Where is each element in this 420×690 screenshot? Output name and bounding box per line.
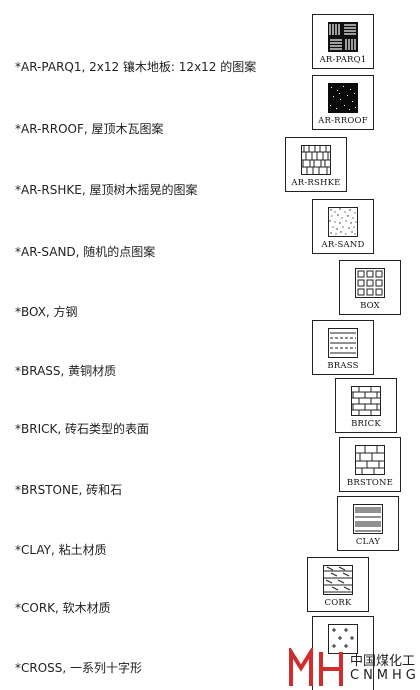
hatch-description: *BRICK, 砖石类型的表面 — [15, 422, 149, 436]
mh-logo-icon — [289, 648, 343, 686]
clay-pattern-icon — [353, 504, 383, 534]
hatch-description: *AR-RSHKE, 屋顶树木摇晃的图案 — [15, 183, 198, 197]
roof-shake-pattern-icon — [301, 145, 331, 175]
hatch-swatch-ar-rshke: AR-RSHKE — [285, 137, 347, 192]
hatch-swatch-label: CORK — [324, 598, 352, 608]
brick-pattern-icon — [351, 386, 381, 416]
watermark-text-cn: 中国煤化工 — [350, 654, 416, 669]
hatch-swatch-brick: BRICK — [335, 378, 397, 433]
hatch-swatch-label: AR-RSHKE — [291, 178, 341, 188]
hatch-swatch-ar-parq1: AR-PARQ1 — [312, 14, 374, 69]
hatch-swatch-label: AR-SAND — [321, 240, 365, 250]
hatch-swatch-ar-sand: AR-SAND — [312, 199, 374, 254]
hatch-description: *CORK, 软木材质 — [15, 601, 111, 615]
hatch-description: *AR-PARQ1, 2x12 镶木地板: 12x12 的图案 — [15, 60, 257, 74]
hatch-swatch-label: AR-RROOF — [318, 116, 368, 126]
hatch-swatch-label: BRASS — [327, 361, 359, 371]
hatch-description: *BRSTONE, 砖和石 — [15, 483, 123, 497]
hatch-description: *AR-RROOF, 屋顶木瓦图案 — [15, 122, 164, 136]
hatch-description: *CLAY, 粘土材质 — [15, 543, 107, 557]
box-steel-pattern-icon — [355, 268, 385, 298]
hatch-swatch-brstone: BRSTONE — [339, 437, 401, 492]
brass-pattern-icon — [328, 328, 358, 358]
hatch-description: *BOX, 方钢 — [15, 305, 78, 319]
hatch-swatch-cork: CORK — [307, 557, 369, 612]
cross-pattern-icon — [328, 624, 358, 654]
roof-shingle-pattern-icon — [328, 83, 358, 113]
hatch-swatch-brass: BRASS — [312, 320, 374, 375]
watermark: 中国煤化工 CNMHG — [288, 646, 420, 690]
hatch-swatch-box: BOX — [339, 260, 401, 315]
watermark-text-en: CNMHG — [350, 668, 420, 683]
hatch-swatch-label: BRICK — [351, 419, 381, 429]
brick-stone-pattern-icon — [355, 445, 385, 475]
parquet-pattern-icon — [328, 22, 358, 52]
hatch-swatch-label: AR-PARQ1 — [319, 55, 367, 65]
hatch-swatch-label: BOX — [360, 301, 380, 311]
hatch-swatch-label: CLAY — [355, 537, 381, 547]
cork-pattern-icon — [323, 565, 353, 595]
hatch-swatch-ar-rroof: AR-RROOF — [312, 75, 374, 130]
hatch-description: *BRASS, 黄铜材质 — [15, 364, 117, 378]
sand-dots-pattern-icon — [328, 207, 358, 237]
hatch-swatch-clay: CLAY — [337, 496, 399, 551]
hatch-description: *AR-SAND, 随机的点图案 — [15, 245, 156, 259]
hatch-description: *CROSS, 一系列十字形 — [15, 661, 143, 675]
hatch-swatch-label: BRSTONE — [346, 478, 394, 488]
